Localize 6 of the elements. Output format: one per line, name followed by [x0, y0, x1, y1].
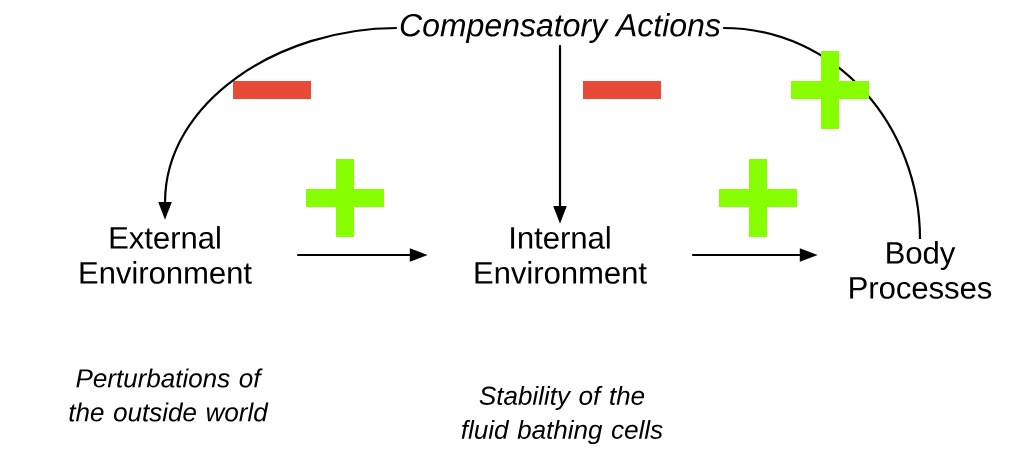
caption-text: Stability of the fluid bathing cells [461, 385, 663, 445]
heading-text: Compensatory Actions [400, 13, 721, 43]
node-label: Internal Environment [475, 226, 647, 284]
node-label: External Environment [80, 226, 252, 284]
caption-text: Perturbations of the outside world [69, 368, 269, 422]
node-label: Body Processes [850, 241, 992, 299]
